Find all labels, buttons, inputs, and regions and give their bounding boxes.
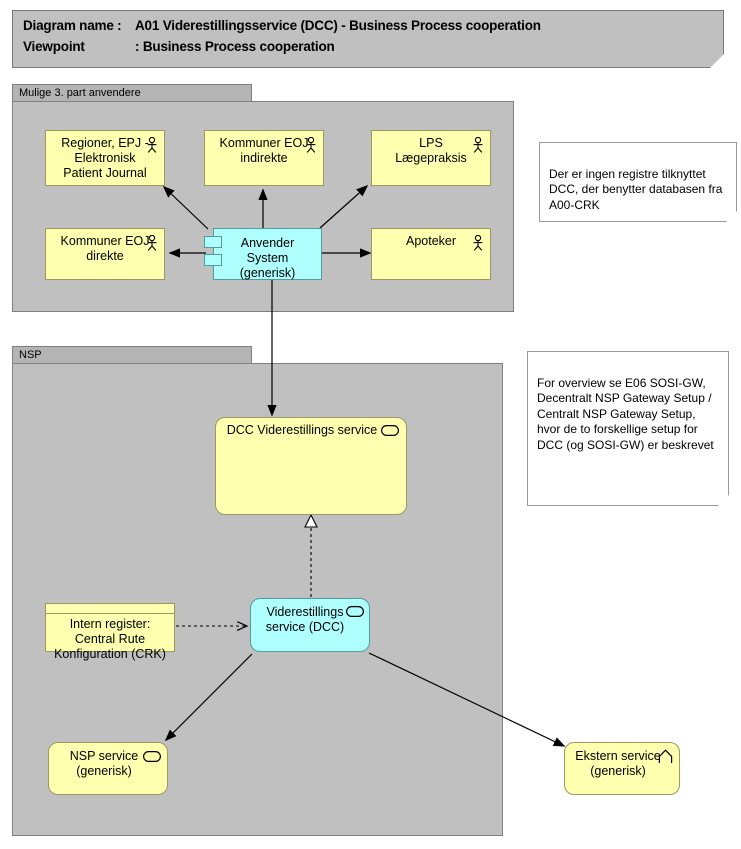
business-actor-icon (147, 137, 157, 153)
note-overview: For overview se E06 SOSI-GW, Decentralt … (527, 351, 729, 506)
element-lps-laegepraksis-label: LPS Lægepraksis (395, 136, 467, 165)
viewpoint-value: : Business Process cooperation (135, 39, 335, 54)
group-third-party-label: Mulige 3. part anvendere (12, 84, 252, 102)
element-intern-register-crk[interactable]: Intern register: Central Rute Konfigurat… (45, 603, 175, 661)
element-lps-laegepraksis[interactable]: LPS Lægepraksis (371, 130, 491, 186)
element-dcc-viderestillings-service-label: DCC Viderestillings service (226, 423, 378, 437)
business-actor-icon (473, 235, 483, 251)
business-actor-icon (473, 137, 483, 153)
corner-fold-icon (710, 54, 724, 68)
diagram-name-key: Diagram name : (23, 18, 122, 33)
service-rounded-icon (346, 606, 364, 617)
element-dcc-viderestillings-service[interactable]: DCC Viderestillings service (215, 417, 407, 515)
element-regioner-epj[interactable]: Regioner, EPJ - Elektronisk Patient Jour… (45, 130, 165, 186)
note-overview-text: For overview se E06 SOSI-GW, Decentralt … (537, 375, 714, 452)
note-corner-fold-icon (718, 495, 729, 506)
service-rounded-icon (381, 425, 399, 436)
element-intern-register-crk-label: Intern register: Central Rute Konfigurat… (54, 617, 166, 661)
element-apoteker[interactable]: Apoteker (371, 228, 491, 280)
data-object-icon (46, 604, 174, 614)
note-registre-text: Der er ingen registre tilknyttet DCC, de… (549, 166, 723, 212)
element-regioner-epj-label: Regioner, EPJ - Elektronisk Patient Jour… (61, 136, 149, 180)
diagram-name-value: A01 Viderestillingsservice (DCC) - Busin… (135, 18, 541, 33)
element-viderestillings-service-dcc-label: Viderestillings service (DCC) (265, 605, 345, 634)
element-apoteker-label: Apoteker (405, 234, 457, 248)
element-kommuner-eoj-indirekte-label: Kommuner EOJ indirekte (219, 136, 309, 165)
diagram-title-banner: Diagram name : A01 Viderestillingsservice… (12, 10, 724, 68)
element-ekstern-service-label: Ekstern service (generisk) (575, 749, 661, 778)
technology-service-icon (658, 749, 673, 763)
element-anvender-system[interactable]: Anvender System (generisk) (213, 228, 322, 280)
element-kommuner-eoj-direkte-label: Kommuner EOJ direkte (60, 234, 150, 263)
note-registre: Der er ingen registre tilknyttet DCC, de… (539, 142, 737, 222)
element-nsp-service-label: NSP service (generisk) (69, 749, 139, 778)
business-actor-icon (306, 137, 316, 153)
application-component-icon (204, 236, 222, 248)
service-rounded-icon (143, 751, 161, 762)
element-anvender-system-label: Anvender System (generisk) (239, 236, 296, 280)
viewpoint-key: Viewpoint (23, 39, 85, 54)
element-nsp-service[interactable]: NSP service (generisk) (48, 742, 168, 795)
element-ekstern-service[interactable]: Ekstern service (generisk) (564, 742, 680, 795)
element-viderestillings-service-dcc[interactable]: Viderestillings service (DCC) (250, 598, 370, 652)
element-kommuner-eoj-indirekte[interactable]: Kommuner EOJ indirekte (204, 130, 324, 186)
element-kommuner-eoj-direkte[interactable]: Kommuner EOJ direkte (45, 228, 165, 280)
group-nsp-label: NSP (12, 346, 252, 364)
viewpoint-line: Viewpoint : Business Process cooperation (23, 39, 335, 54)
application-component-icon (204, 254, 222, 266)
business-actor-icon (147, 235, 157, 251)
diagram-name-line: Diagram name : A01 Viderestillingsservice… (23, 18, 541, 33)
note-corner-fold-icon (726, 211, 737, 222)
